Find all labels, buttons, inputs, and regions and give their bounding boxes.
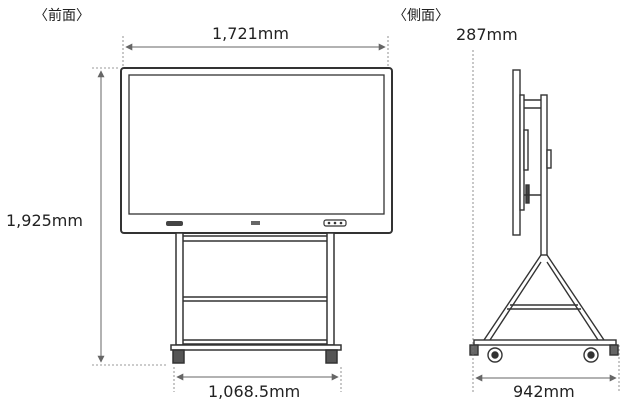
front-display-screen xyxy=(128,74,385,215)
front-height-label: 1,925mm xyxy=(6,211,83,230)
front-width-label: 1,721mm xyxy=(212,24,289,43)
side-view-label: 〈側面〉 xyxy=(393,8,449,24)
front-logo-mark xyxy=(251,221,260,225)
front-dimension-arrows xyxy=(97,43,386,381)
side-stand-column xyxy=(540,94,548,256)
side-stand-base xyxy=(473,339,617,346)
front-view xyxy=(120,67,393,364)
stand-width-label: 1,068.5mm xyxy=(208,382,301,401)
side-depth-base-label: 942mm xyxy=(513,382,575,401)
front-stand xyxy=(170,232,342,364)
front-dimension-lines xyxy=(92,36,389,392)
side-display-profile xyxy=(512,69,521,236)
side-depth-top-label: 287mm xyxy=(456,25,518,44)
side-dimension-lines xyxy=(472,50,620,392)
front-left-button-strip xyxy=(166,221,183,226)
side-view xyxy=(469,69,619,363)
front-view-label: 〈前面〉 xyxy=(34,8,90,24)
